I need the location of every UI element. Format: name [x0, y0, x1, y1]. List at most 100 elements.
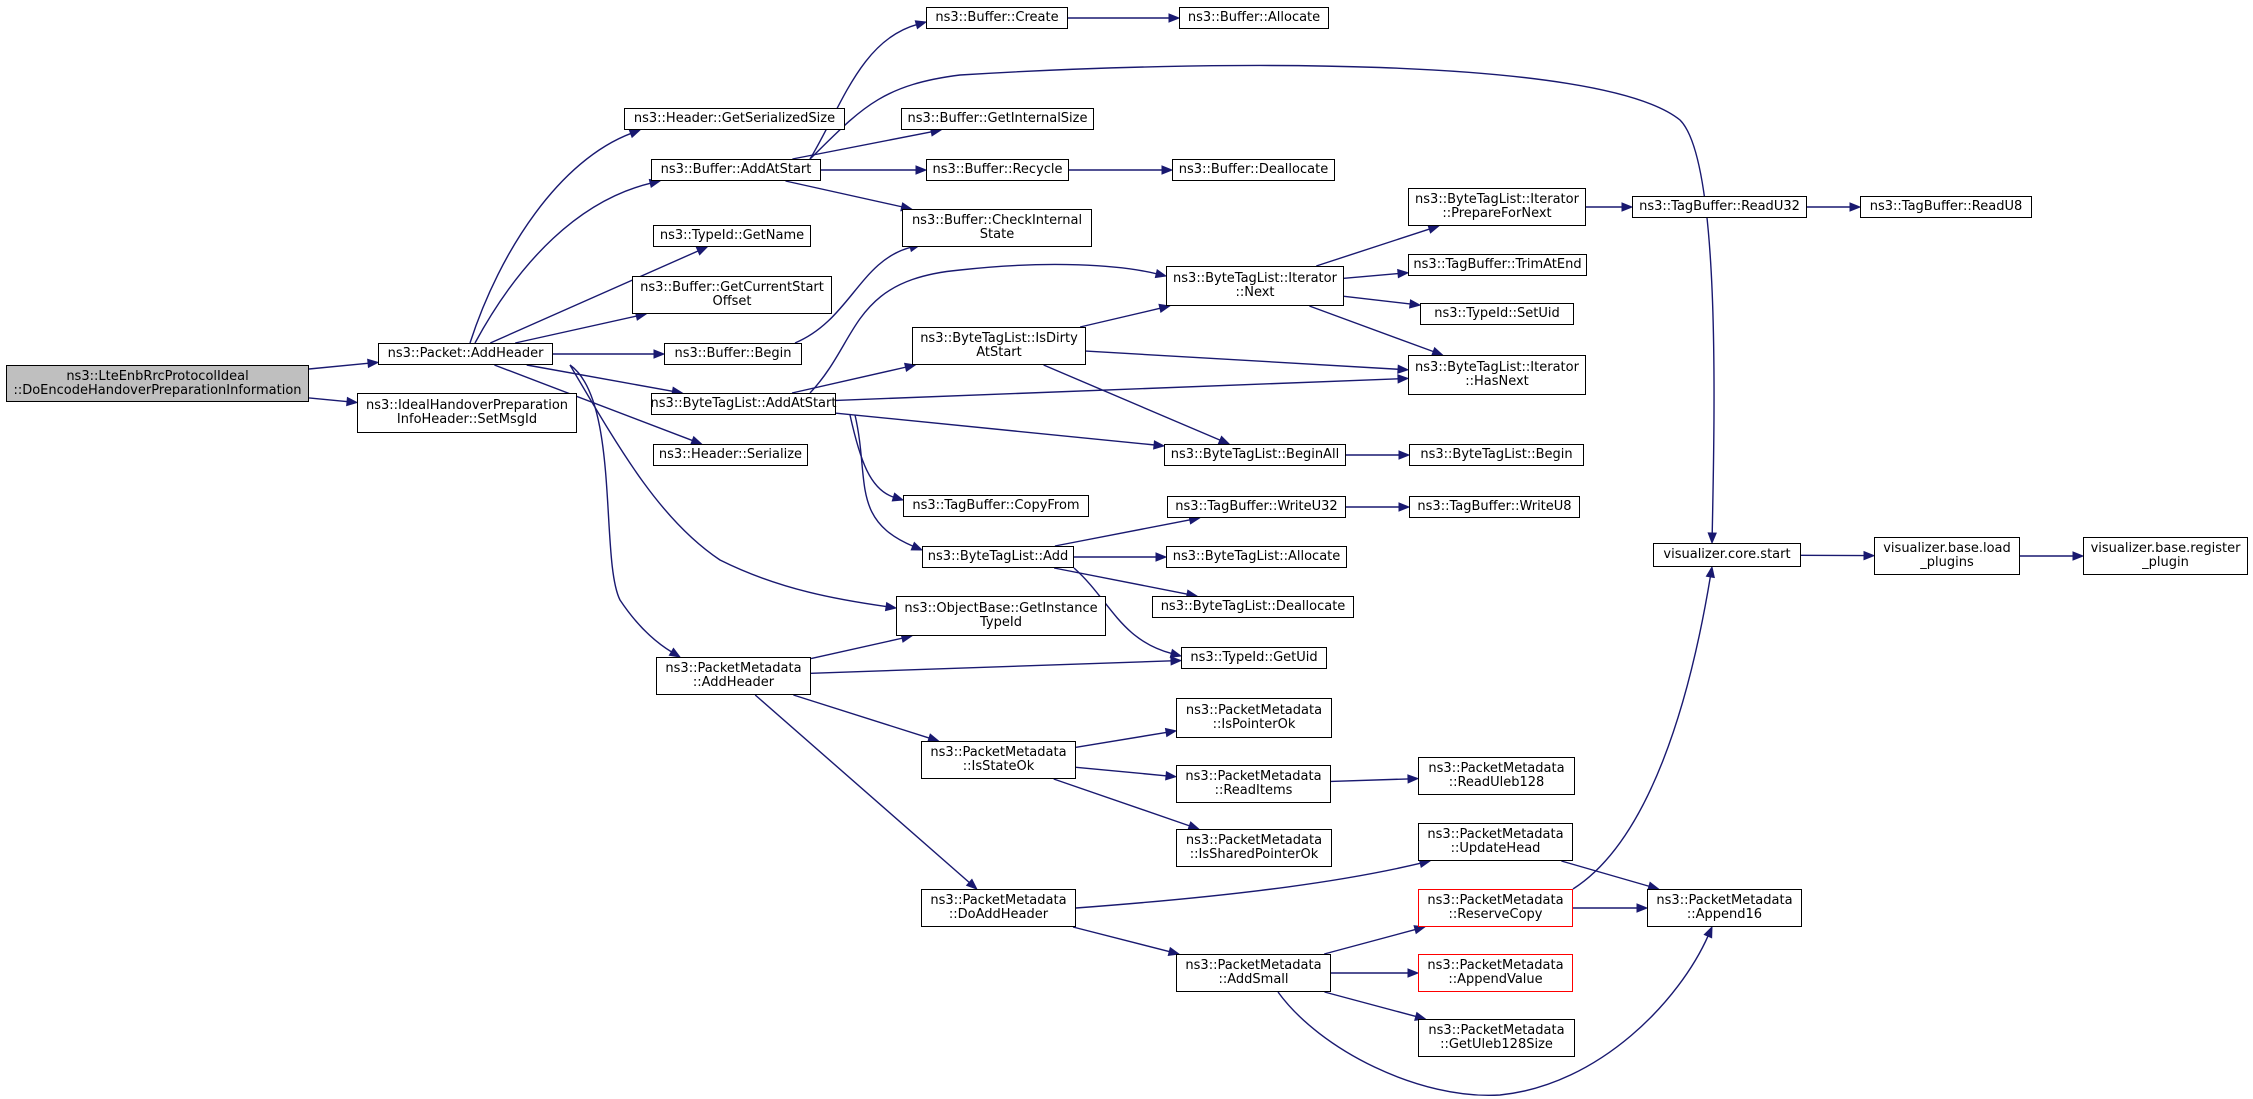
edge-arrowhead — [628, 129, 642, 139]
edge-arrowhead — [1407, 774, 1420, 784]
node-label-line: ns3::PacketMetadata — [930, 893, 1067, 908]
node-tagbuffer-trimatend[interactable]: ns3::TagBuffer::TrimAtEnd — [1408, 254, 1587, 276]
node-pm-append16[interactable]: ns3::PacketMetadata::Append16 — [1647, 889, 1802, 927]
node-pm-isstateok[interactable]: ns3::PacketMetadata::IsStateOk — [921, 741, 1076, 779]
node-label-line: ns3::ObjectBase::GetInstance — [904, 601, 1098, 616]
edge-arrowhead — [2072, 551, 2085, 561]
node-pm-getuleb128size[interactable]: ns3::PacketMetadata::GetUleb128Size — [1418, 1019, 1575, 1057]
node-label-line: _plugins — [1920, 555, 1974, 570]
node-pm-readitems[interactable]: ns3::PacketMetadata::ReadItems — [1176, 765, 1331, 803]
node-bytetaglist-addatstart[interactable]: ns3::ByteTagList::AddAtStart — [651, 393, 836, 415]
node-viz-base-register-plugin[interactable]: visualizer.base.register_plugin — [2083, 537, 2248, 575]
node-iterator-next[interactable]: ns3::ByteTagList::Iterator::Next — [1166, 266, 1344, 306]
edge-pm-doaddheader-to-pm-addsmall — [1072, 926, 1171, 953]
node-label-line: ns3::PacketMetadata — [1427, 958, 1564, 973]
node-pm-appendvalue[interactable]: ns3::PacketMetadata::AppendValue — [1418, 954, 1573, 992]
edge-buffer-addatstart-to-viz-core-start — [809, 64, 1715, 535]
node-pm-ispointerok[interactable]: ns3::PacketMetadata::IsPointerOk — [1176, 698, 1332, 738]
node-label-line: ::AppendValue — [1448, 972, 1543, 987]
node-tagbuffer-readu32[interactable]: ns3::TagBuffer::ReadU32 — [1632, 196, 1807, 218]
node-tagbuffer-copyfrom[interactable]: ns3::TagBuffer::CopyFrom — [903, 495, 1089, 517]
edge-iterator-next-to-iterator-hasnext — [1309, 305, 1435, 353]
edge-buffer-begin-to-buffer-checkinternalstate — [794, 246, 912, 344]
node-label-line: ::GetUleb128Size — [1440, 1037, 1553, 1052]
node-packetmetadata-addheader[interactable]: ns3::PacketMetadata::AddHeader — [656, 657, 811, 695]
node-label-line: ns3::ByteTagList::AddAtStart — [650, 396, 837, 411]
edge-bytetaglist-isdirtyatstart-to-iterator-next — [1079, 307, 1162, 328]
node-label-line: ::Append16 — [1686, 907, 1763, 922]
node-packet-addheader[interactable]: ns3::Packet::AddHeader — [378, 343, 553, 365]
node-label-line: ns3::TagBuffer::ReadU8 — [1869, 199, 2023, 214]
node-buffer-create[interactable]: ns3::Buffer::Create — [926, 7, 1068, 29]
node-label-line: ::ReadUleb128 — [1448, 775, 1545, 790]
node-viz-core-start[interactable]: visualizer.core.start — [1653, 543, 1801, 567]
edge-bytetaglist-addatstart-to-bytetaglist-add — [854, 414, 914, 548]
node-typeid-setuid[interactable]: ns3::TypeId::SetUid — [1420, 303, 1574, 325]
node-bytetaglist-allocate[interactable]: ns3::ByteTagList::Allocate — [1166, 546, 1347, 568]
edge-packet-addheader-to-header-getserializedsize — [469, 132, 632, 344]
edge-arrowhead — [1397, 268, 1410, 279]
node-label-line: ::ReadItems — [1214, 783, 1293, 798]
node-typeid-getuid[interactable]: ns3::TypeId::GetUid — [1181, 647, 1327, 669]
edge-arrowhead — [1164, 727, 1178, 738]
edge-bytetaglist-addatstart-to-iterator-hasnext — [835, 378, 1400, 402]
node-typeid-getname[interactable]: ns3::TypeId::GetName — [653, 225, 811, 247]
edge-bytetaglist-add-to-tagbuffer-writeu32 — [1054, 519, 1191, 547]
node-buffer-begin[interactable]: ns3::Buffer::Begin — [664, 343, 802, 365]
node-bytetaglist-deallocate[interactable]: ns3::ByteTagList::Deallocate — [1152, 596, 1354, 618]
edge-arrowhead — [915, 165, 928, 175]
node-pm-readuleb128[interactable]: ns3::PacketMetadata::ReadUleb128 — [1418, 757, 1575, 795]
node-label-line: ns3::TagBuffer::TrimAtEnd — [1413, 257, 1582, 272]
node-buffer-deallocate[interactable]: ns3::Buffer::Deallocate — [1172, 159, 1335, 181]
edge-pm-updatehead-to-pm-append16 — [1561, 860, 1651, 888]
node-viz-base-load-plugins[interactable]: visualizer.base.load_plugins — [1874, 537, 2020, 575]
node-buffer-recycle[interactable]: ns3::Buffer::Recycle — [926, 159, 1069, 181]
node-tagbuffer-readu8[interactable]: ns3::TagBuffer::ReadU8 — [1860, 196, 2032, 218]
node-label-line: ns3::ByteTagList::Deallocate — [1160, 599, 1346, 614]
edge-arrowhead — [1705, 565, 1715, 579]
node-header-getserializedsize[interactable]: ns3::Header::GetSerializedSize — [624, 108, 845, 130]
node-label-line: Offset — [712, 294, 752, 309]
node-header-serialize[interactable]: ns3::Header::Serialize — [653, 444, 808, 466]
edge-arrowhead — [1154, 268, 1168, 279]
node-buffer-allocate[interactable]: ns3::Buffer::Allocate — [1179, 7, 1329, 29]
node-iterator-preparefornext[interactable]: ns3::ByteTagList::Iterator::PrepareForNe… — [1408, 188, 1586, 226]
node-label-line: ::AddSmall — [1218, 972, 1289, 987]
edge-buffer-addatstart-to-buffer-create — [809, 23, 918, 160]
node-pm-addsmall[interactable]: ns3::PacketMetadata::AddSmall — [1176, 954, 1331, 992]
edge-root-to-packet-addheader — [308, 362, 370, 370]
edge-arrowhead — [1707, 532, 1717, 545]
edge-bytetaglist-addatstart-to-tagbuffer-copyfrom — [849, 414, 895, 499]
node-bytetaglist-begin[interactable]: ns3::ByteTagList::Begin — [1409, 444, 1584, 466]
node-pm-doaddheader[interactable]: ns3::PacketMetadata::DoAddHeader — [921, 889, 1076, 927]
node-label-line: ns3::TagBuffer::ReadU32 — [1639, 199, 1800, 214]
node-pm-issharedpointerok[interactable]: ns3::PacketMetadata::IsSharedPointerOk — [1176, 829, 1332, 867]
node-tagbuffer-writeu8[interactable]: ns3::TagBuffer::WriteU8 — [1409, 496, 1580, 518]
node-buffer-getinternalsize[interactable]: ns3::Buffer::GetInternalSize — [901, 108, 1094, 130]
node-label-line: ns3::Buffer::Allocate — [1187, 10, 1321, 25]
node-label-line: ns3::ByteTagList::BeginAll — [1170, 447, 1340, 462]
edge-arrowhead — [1863, 550, 1876, 561]
node-buffer-addatstart[interactable]: ns3::Buffer::AddAtStart — [651, 159, 821, 181]
edge-root-to-setmsgid — [308, 397, 349, 403]
node-pm-updatehead[interactable]: ns3::PacketMetadata::UpdateHead — [1418, 823, 1573, 861]
node-label-line: ::ReserveCopy — [1448, 907, 1543, 922]
node-root: ns3::LteEnbRrcProtocolIdeal::DoEncodeHan… — [6, 365, 309, 402]
node-tagbuffer-writeu32[interactable]: ns3::TagBuffer::WriteU32 — [1167, 496, 1346, 518]
node-pm-reservecopy[interactable]: ns3::PacketMetadata::ReserveCopy — [1418, 889, 1573, 927]
node-bytetaglist-add[interactable]: ns3::ByteTagList::Add — [922, 546, 1074, 568]
node-label-line: ns3::Buffer::GetInternalSize — [907, 111, 1088, 126]
edge-arrowhead — [668, 647, 682, 658]
node-label-line: ::Next — [1235, 285, 1275, 300]
node-bytetaglist-beginall[interactable]: ns3::ByteTagList::BeginAll — [1164, 444, 1346, 466]
node-iterator-hasnext[interactable]: ns3::ByteTagList::Iterator::HasNext — [1408, 355, 1586, 395]
edge-arrowhead — [1158, 303, 1171, 314]
node-label-line: ns3::Buffer::GetCurrentStart — [640, 280, 824, 295]
